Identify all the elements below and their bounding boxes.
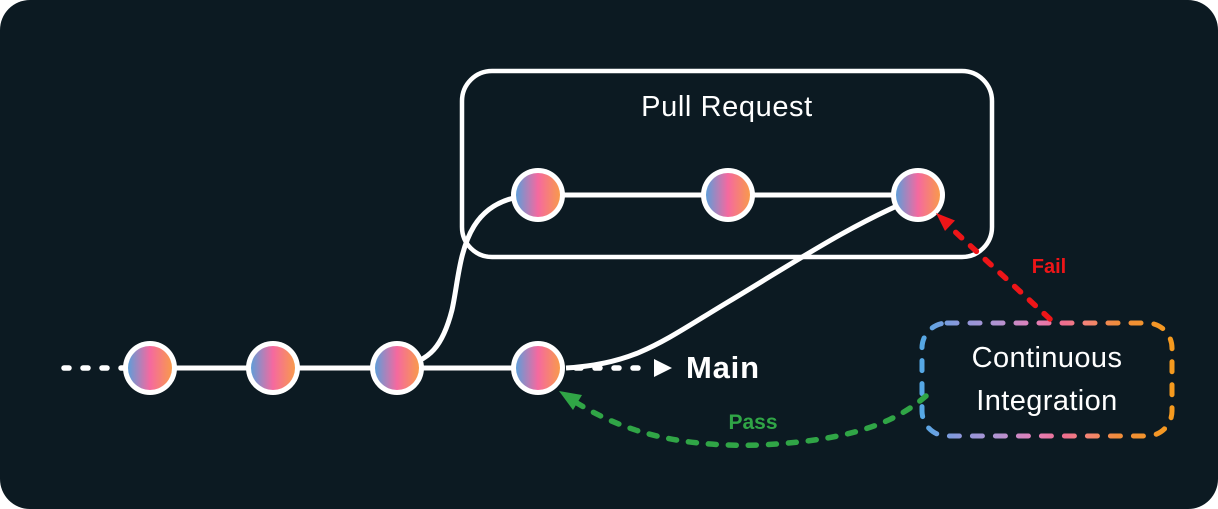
main-commit-node-4 xyxy=(511,341,565,395)
ci-box-label: Continuous Integration xyxy=(922,323,1172,436)
ci-box-border xyxy=(919,320,1175,439)
merge-curve xyxy=(565,195,916,371)
pr-commit-node-2 xyxy=(701,168,755,222)
ci-label-line2: Integration xyxy=(976,384,1118,417)
branch-off-curve xyxy=(399,192,536,369)
pull-request-box-title: Pull Request xyxy=(641,91,813,123)
main-commit-node-3 xyxy=(370,341,424,395)
pr-commit-node-3 xyxy=(891,168,945,222)
pull-request-box-border xyxy=(459,68,995,260)
pass-arrow-curve xyxy=(569,393,929,449)
pr-commit-node-1 xyxy=(511,168,565,222)
fail-arrowhead-icon xyxy=(936,213,955,231)
pass-label: Pass xyxy=(728,411,778,434)
ci-label-line1: Continuous xyxy=(971,342,1123,375)
main-commit-node-1 xyxy=(123,341,177,395)
fail-label: Fail xyxy=(1031,256,1067,278)
fail-arrow-line xyxy=(948,225,1053,322)
main-branch-label: Main xyxy=(686,350,760,385)
main-arrow-icon xyxy=(654,359,672,377)
main-commit-node-2 xyxy=(246,341,300,395)
pass-arrowhead-icon xyxy=(559,391,582,410)
